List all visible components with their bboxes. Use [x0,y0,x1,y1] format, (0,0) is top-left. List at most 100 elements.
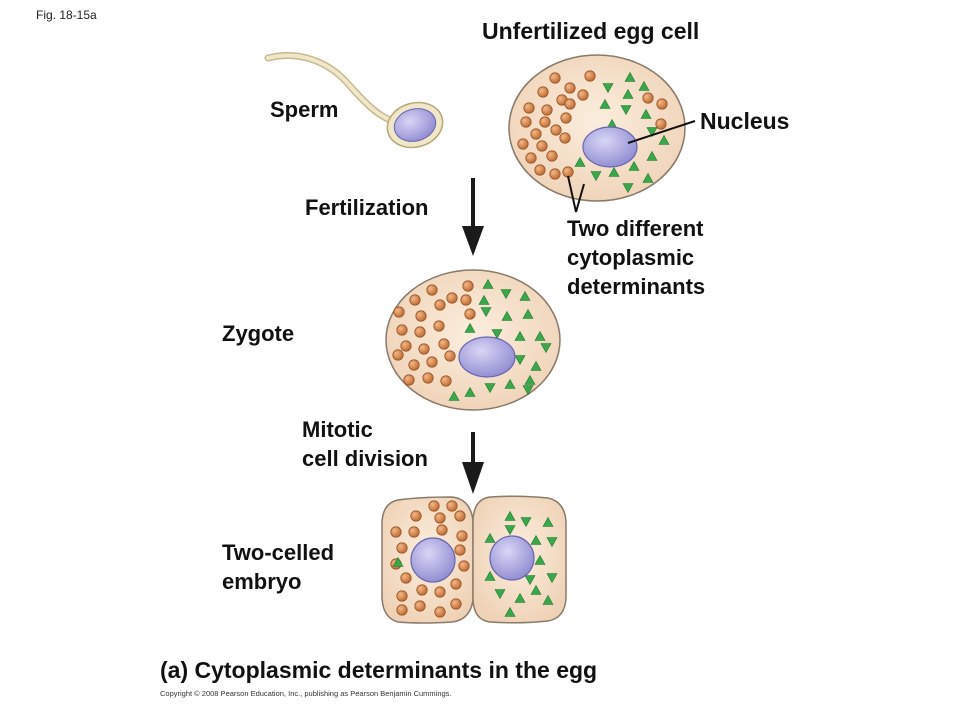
green-determinant-granule [392,556,404,567]
green-determinant-granule [542,516,554,527]
zygote [385,269,561,411]
label-nucleus: Nucleus [700,108,790,134]
orange-determinant-granule [549,72,561,84]
orange-determinant-granule [446,500,458,512]
green-determinant-granule [628,160,640,171]
orange-determinant-granule [656,98,668,110]
green-determinant-granule [448,390,460,401]
green-determinant-granule [520,517,532,528]
green-determinant-granule [504,510,516,521]
green-determinant-granule [590,171,602,182]
orange-determinant-granule [396,324,408,336]
orange-determinant-granule [577,89,589,101]
orange-determinant-granule [546,150,558,162]
green-determinant-granule [640,108,652,119]
orange-determinant-granule [564,82,576,94]
egg-green-determinants [574,71,670,194]
orange-determinant-granule [408,359,420,371]
green-determinant-granule [478,294,490,305]
orange-determinant-granule [436,524,448,536]
orange-determinant-granule [539,116,551,128]
orange-determinant-granule [392,349,404,361]
green-determinant-granule [530,360,542,371]
green-determinant-granule [638,80,650,91]
green-determinant-granule [514,592,526,603]
orange-determinant-granule [426,284,438,296]
green-determinant-granule [524,575,536,586]
figure-tag: Fig. 18-15a [36,8,97,22]
green-determinant-granule [494,589,506,600]
orange-determinant-granule [454,544,466,556]
orange-determinant-granule [530,128,542,140]
embryo-orange-determinants [390,500,470,618]
green-determinant-granule [504,378,516,389]
green-determinant-granule [504,606,516,617]
green-determinant-granule [622,88,634,99]
orange-determinant-granule [560,112,572,124]
sperm [264,52,444,149]
orange-determinant-granule [414,326,426,338]
label-mitotic-line2: cell division [302,446,428,471]
green-determinant-granule [500,289,512,300]
zygote-nucleus [458,336,516,378]
orange-determinant-granule [403,374,415,386]
determinant-pointer-left [567,175,577,213]
green-determinant-granule [480,307,492,318]
green-determinant-granule [620,105,632,116]
egg-cytoplasm [508,54,686,202]
label-two-celled-line1: Two-celled [222,540,335,565]
label-determinants-line1: Two different [567,216,704,241]
green-determinant-granule [602,83,614,94]
green-determinant-granule [599,98,611,109]
sperm-nucleus [393,108,437,142]
label-sperm: Sperm [270,97,339,122]
green-determinant-granule [574,156,586,167]
orange-determinant-granule [525,152,537,164]
orange-determinant-granule [454,510,466,522]
orange-determinant-granule [517,138,529,150]
fertilization-arrow [462,178,484,256]
embryo-right-nucleus [489,535,535,581]
orange-determinant-granule [409,294,421,306]
embryo-left-nucleus [410,537,456,583]
green-determinant-granule [514,355,526,366]
determinant-pointer-right [575,183,585,213]
orange-determinant-granule [541,104,553,116]
green-determinant-granule [514,330,526,341]
orange-determinant-granule [415,310,427,322]
orange-determinant-granule [450,578,462,590]
green-determinant-granule [534,330,546,341]
egg-cell [508,54,696,213]
mitosis-arrow [462,432,484,494]
green-determinant-granule [484,532,496,543]
nucleus-pointer [627,120,696,144]
orange-determinant-granule [456,530,468,542]
green-determinant-granule [491,329,503,340]
green-determinant-granule [646,127,658,138]
green-determinant-granule [530,584,542,595]
orange-determinant-granule [655,118,667,130]
orange-determinant-granule [400,572,412,584]
zygote-orange-determinants [392,280,476,387]
orange-determinant-granule [537,86,549,98]
orange-determinant-granule [428,500,440,512]
orange-determinant-granule [434,586,446,598]
orange-determinant-granule [523,102,535,114]
green-determinant-granule [501,310,513,321]
orange-determinant-granule [414,600,426,612]
orange-determinant-granule [440,375,452,387]
two-celled-embryo [381,495,567,624]
label-unfertilized-egg: Unfertilized egg cell [482,18,700,44]
green-determinant-granule [524,374,536,385]
label-two-celled-line2: embryo [222,569,302,594]
orange-determinant-granule [393,306,405,318]
figure-caption: (a) Cytoplasmic determinants in the egg [160,657,598,683]
green-determinant-granule [646,150,658,161]
orange-determinant-granule [564,98,576,110]
orange-determinant-granule [433,320,445,332]
green-determinant-granule [546,573,558,584]
orange-determinant-granule [549,168,561,180]
green-determinant-granule [608,166,620,177]
orange-determinant-granule [426,356,438,368]
